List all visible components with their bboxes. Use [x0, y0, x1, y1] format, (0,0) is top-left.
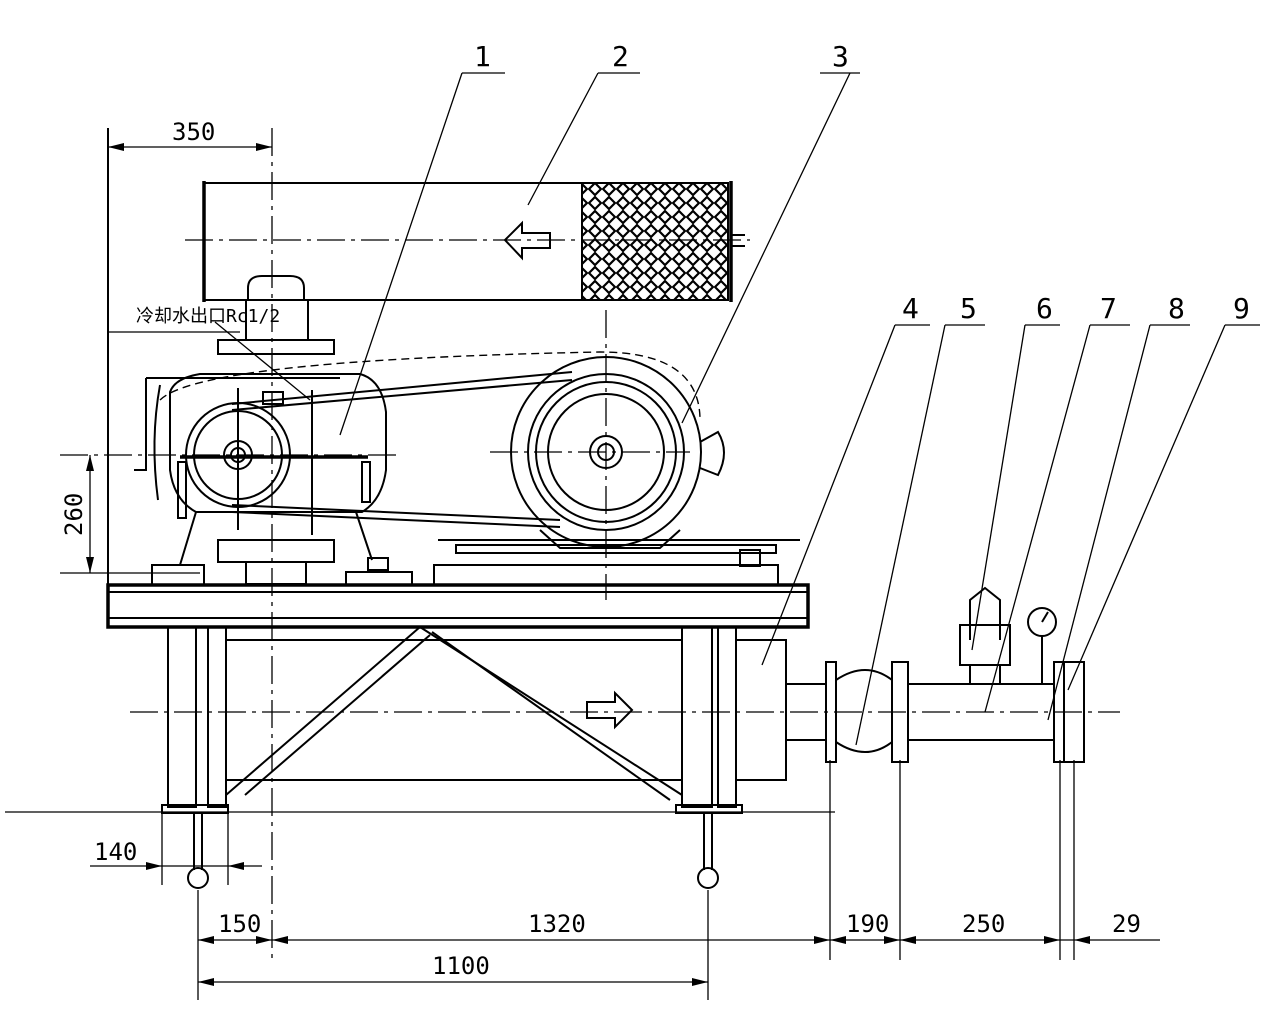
dim-250: 250	[962, 910, 1005, 938]
leader-lines	[339, 72, 1260, 746]
electric-motor	[433, 356, 800, 586]
cooling-water-outlet-label: 冷却水出口Rc1/2	[136, 306, 280, 327]
dimension-lines	[60, 143, 1160, 1000]
roots-blower	[60, 275, 413, 586]
part-number-8: 8	[1168, 292, 1185, 325]
dim-1320: 1320	[528, 910, 586, 938]
outlet-silencer	[586, 639, 787, 781]
part-number-1: 1	[474, 40, 491, 73]
part-number-7: 7	[1100, 292, 1117, 325]
part-number-9: 9	[1233, 292, 1250, 325]
inlet-silencer	[185, 181, 750, 302]
outlet-piping	[130, 586, 1120, 763]
flow-direction-arrow-right	[586, 690, 634, 730]
dim-260: 260	[60, 493, 88, 536]
part-numbers: 1 2 3 4 5 6 7 8 9	[474, 40, 1250, 325]
part-number-6: 6	[1036, 292, 1053, 325]
part-number-5: 5	[960, 292, 977, 325]
drive-belt	[159, 351, 701, 528]
dim-350: 350	[172, 118, 215, 146]
lifting-lug-left	[187, 813, 209, 889]
lifting-lug-right	[697, 813, 719, 889]
dim-29: 29	[1112, 910, 1141, 938]
base-frame	[5, 583, 835, 814]
dim-140: 140	[94, 838, 137, 866]
part-number-2: 2	[612, 40, 629, 73]
part-number-3: 3	[832, 40, 849, 73]
dim-1100: 1100	[432, 952, 490, 980]
filter-mesh	[581, 182, 729, 301]
part-number-4: 4	[902, 292, 919, 325]
dim-190: 190	[846, 910, 889, 938]
dimension-labels: 350 260 140 150 1320 190 250 29 1100	[60, 118, 1141, 980]
dim-150: 150	[218, 910, 261, 938]
